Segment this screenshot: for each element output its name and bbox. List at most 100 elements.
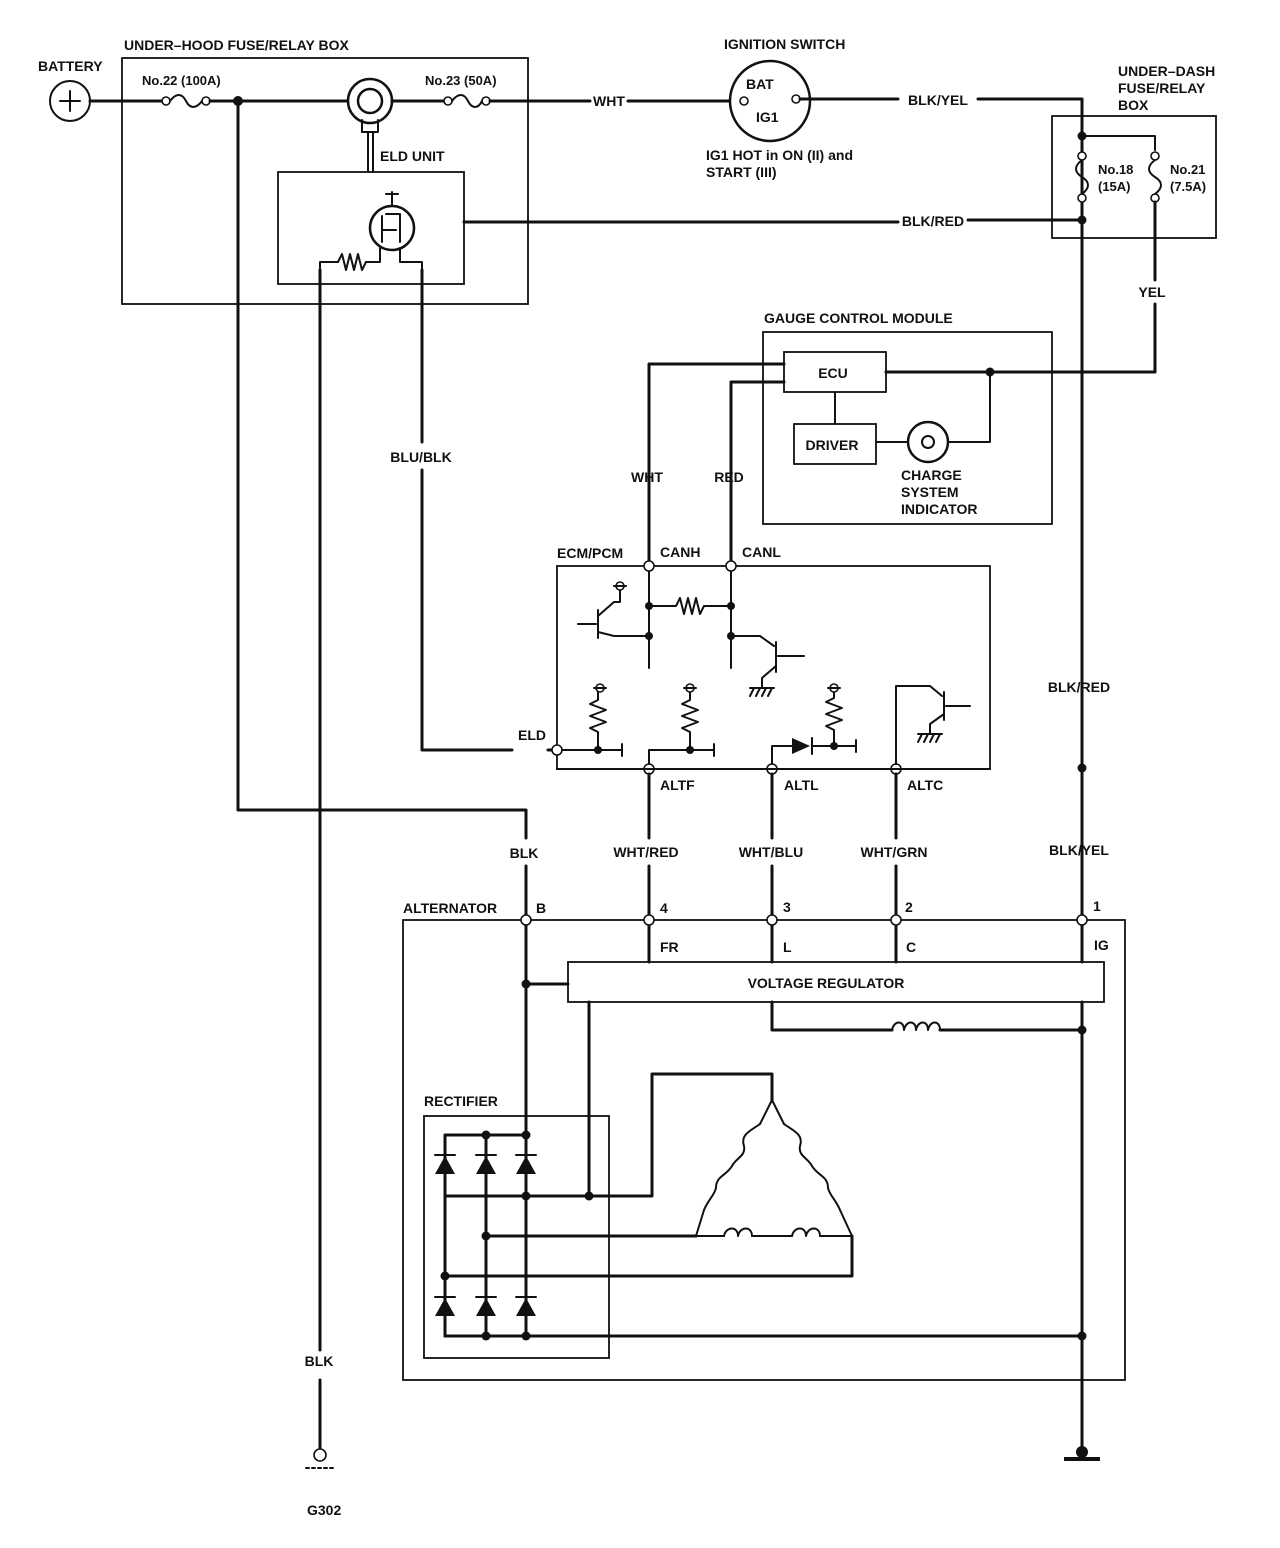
altl-label: ALTL bbox=[784, 777, 819, 793]
wire-label-yel: YEL bbox=[1138, 284, 1166, 300]
voltage-regulator-box bbox=[567, 961, 1105, 1003]
junction-fuse22 bbox=[233, 96, 243, 106]
wire-stator-phase-c bbox=[443, 1234, 854, 1278]
ground-g302-symbol bbox=[305, 1448, 335, 1469]
terminal-4-label: 4 bbox=[660, 900, 668, 916]
wire-yel-lower bbox=[884, 302, 1157, 374]
eld-output-lead bbox=[399, 247, 423, 271]
under-hood-fuse-relay-box bbox=[121, 57, 529, 305]
altf-label: ALTF bbox=[660, 777, 695, 793]
ignition-switch-label: IGNITION SWITCH bbox=[724, 36, 845, 52]
junction-field-ground bbox=[1077, 1025, 1087, 1035]
fuse-22-symbol bbox=[161, 94, 211, 108]
charge-indicator-lamp-symbol bbox=[906, 420, 950, 464]
wire-label-wht-top: WHT bbox=[593, 93, 625, 109]
ground-alternator-symbol bbox=[1064, 1446, 1100, 1461]
eld-unit-label: ELD UNIT bbox=[380, 148, 445, 164]
under-dash-fuse-relay-box bbox=[1051, 115, 1217, 239]
gauge-control-module-box bbox=[762, 331, 1053, 525]
wire-label-blk-ground: BLK bbox=[305, 1353, 334, 1369]
wire-wht-canh bbox=[647, 362, 786, 568]
ignition-ig1-label: IG1 bbox=[756, 109, 779, 125]
alt-terminal-b bbox=[520, 914, 532, 926]
junction-ecu-yel bbox=[985, 367, 995, 377]
field-coil-symbol bbox=[891, 1021, 941, 1031]
ignition-bat-label: BAT bbox=[746, 76, 774, 92]
fuse-18-label: No.18 bbox=[1098, 162, 1133, 177]
under-hood-box-label: UNDER–HOOD FUSE/RELAY BOX bbox=[124, 37, 349, 53]
canl-label: CANL bbox=[742, 544, 781, 560]
wire-label-wht-can: WHT bbox=[631, 469, 663, 485]
voltage-regulator-label: VOLTAGE REGULATOR bbox=[748, 975, 905, 991]
terminal-1-label: 1 bbox=[1093, 898, 1101, 914]
eld-terminal bbox=[551, 744, 563, 756]
wire-label-blk-red-top: BLK/RED bbox=[902, 213, 964, 229]
wire-stator-phase-a bbox=[587, 1072, 774, 1198]
gauge-module-label: GAUGE CONTROL MODULE bbox=[764, 310, 953, 326]
wire-blu-blk-lower bbox=[420, 468, 514, 752]
junction-blk-red bbox=[1077, 215, 1087, 225]
wire-indicator-to-ecu bbox=[947, 371, 991, 443]
ecm-input-circuits bbox=[561, 683, 971, 765]
ignition-note-line2: START (III) bbox=[706, 164, 777, 180]
rectifier-bridge-symbol bbox=[434, 1130, 1084, 1341]
ignition-note-line1: IG1 HOT in ON (II) and bbox=[706, 147, 853, 163]
eld-unit-box bbox=[277, 171, 465, 285]
ecm-can-circuit bbox=[577, 571, 805, 697]
wire-blk-b-upper bbox=[236, 99, 528, 840]
eld-transistor-symbol bbox=[368, 191, 416, 252]
terminal-c-label: C bbox=[906, 939, 916, 955]
wire-label-wht-red: WHT/RED bbox=[613, 844, 678, 860]
alternator-box bbox=[402, 919, 1126, 1381]
fuse-18-symbol bbox=[1075, 151, 1089, 203]
ignition-switch-symbol bbox=[728, 59, 812, 143]
canh-label: CANH bbox=[660, 544, 700, 560]
rectifier-label: RECTIFIER bbox=[424, 1093, 498, 1109]
alt-terminal-3 bbox=[766, 914, 778, 926]
eld-resistor-right-lead bbox=[365, 247, 381, 263]
battery-symbol bbox=[49, 80, 91, 122]
fuse-23-symbol bbox=[443, 94, 491, 108]
charge-indicator-line1: CHARGE bbox=[901, 467, 962, 483]
under-dash-label-line2: FUSE/RELAY bbox=[1118, 80, 1206, 96]
terminal-ig-label: IG bbox=[1094, 937, 1109, 953]
charge-indicator-line2: SYSTEM bbox=[901, 484, 959, 500]
fuse-18-rating: (15A) bbox=[1098, 179, 1131, 194]
eld-resistor-left-lead bbox=[319, 261, 339, 271]
fuse-22-label: No.22 (100A) bbox=[142, 73, 221, 88]
wire-label-blk-yel-top: BLK/YEL bbox=[908, 92, 968, 108]
wire-to-fuse21 bbox=[1081, 135, 1156, 151]
ecm-pcm-label: ECM/PCM bbox=[557, 545, 623, 561]
wire-blk-yel-bus bbox=[976, 97, 1084, 922]
driver-label: DRIVER bbox=[806, 437, 859, 453]
ground-g302-label: G302 bbox=[307, 1502, 341, 1518]
wire-label-blk-b: BLK bbox=[510, 845, 539, 861]
eld-current-sensor-symbol bbox=[346, 77, 394, 173]
alt-terminal-1 bbox=[1076, 914, 1088, 926]
canh-terminal bbox=[643, 560, 655, 572]
stator-winding-symbol bbox=[695, 1099, 853, 1237]
battery-label: BATTERY bbox=[38, 58, 103, 74]
alt-terminal-4 bbox=[643, 914, 655, 926]
wire-label-blu-blk: BLU/BLK bbox=[390, 449, 451, 465]
ecu-label: ECU bbox=[818, 365, 848, 381]
eld-terminal-label: ELD bbox=[518, 727, 546, 743]
charge-indicator-line3: INDICATOR bbox=[901, 501, 977, 517]
terminal-2-label: 2 bbox=[905, 899, 913, 915]
wire-label-red-can: RED bbox=[714, 469, 744, 485]
alt-terminal-2 bbox=[890, 914, 902, 926]
junction-b-regulator bbox=[521, 979, 531, 989]
eld-resistor-symbol bbox=[337, 253, 367, 271]
wire-label-wht-grn: WHT/GRN bbox=[861, 844, 928, 860]
fuse-21-symbol bbox=[1148, 151, 1162, 203]
fuse-23-label: No.23 (50A) bbox=[425, 73, 497, 88]
under-dash-label-line3: BOX bbox=[1118, 97, 1149, 113]
alternator-label: ALTERNATOR bbox=[403, 900, 497, 916]
junction-fuse-box-top bbox=[1077, 131, 1087, 141]
junction-blk-red-blk-yel bbox=[1077, 763, 1087, 773]
terminal-3-label: 3 bbox=[783, 899, 791, 915]
canl-terminal bbox=[725, 560, 737, 572]
fuse-21-rating: (7.5A) bbox=[1170, 179, 1206, 194]
fuse-21-label: No.21 bbox=[1170, 162, 1205, 177]
